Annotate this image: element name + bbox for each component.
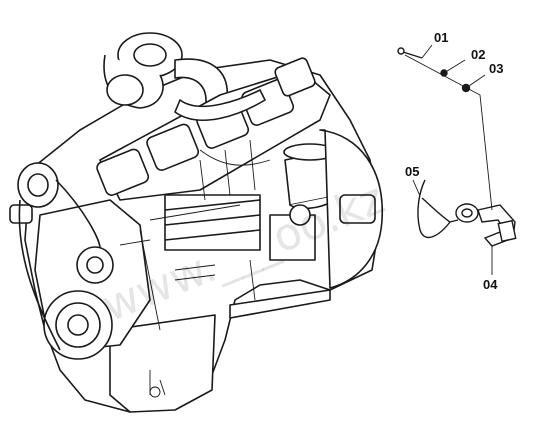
callout-01: 01 [434,30,449,45]
sensor-harness-05 [417,179,452,239]
leader-03 [465,74,486,89]
leader-01 [421,44,433,59]
leader-fastener-stack [404,54,493,211]
callout-03: 03 [489,61,504,76]
callout-05: 05 [405,164,420,179]
callout-02: 02 [471,47,486,62]
oil-pan [109,314,216,413]
leader-05 [412,179,421,197]
leader-02 [443,59,466,74]
callout-04: 04 [483,277,498,292]
bolt-01 [402,51,423,59]
